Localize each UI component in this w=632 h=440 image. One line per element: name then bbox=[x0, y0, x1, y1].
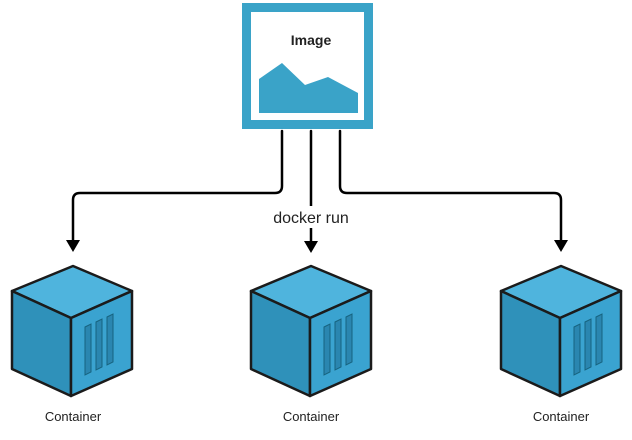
container-label-left: Container bbox=[45, 409, 102, 424]
cube-container-icon bbox=[10, 264, 134, 398]
arrowhead-center bbox=[304, 241, 318, 253]
container-node-right[interactable]: Container bbox=[499, 264, 623, 424]
landscape-picture-icon bbox=[259, 63, 358, 113]
cube-container-icon bbox=[499, 264, 623, 398]
image-node[interactable]: Image bbox=[242, 3, 373, 129]
container-label-center: Container bbox=[283, 409, 340, 424]
container-vent-slots bbox=[573, 313, 603, 376]
container-node-left[interactable]: Container bbox=[10, 264, 134, 424]
container-node-center[interactable]: Container bbox=[249, 264, 373, 424]
container-label-right: Container bbox=[533, 409, 590, 424]
cube-container-icon bbox=[249, 264, 373, 398]
container-vent-slots bbox=[323, 313, 353, 376]
edge-label-background bbox=[263, 206, 358, 228]
arrowhead-left bbox=[66, 240, 80, 252]
edge-label-docker-run: docker run bbox=[273, 210, 349, 227]
mountain-shape bbox=[259, 63, 358, 113]
image-node-title: Image bbox=[291, 32, 332, 48]
arrow-to-container-left bbox=[71, 129, 284, 244]
container-vent-slots bbox=[84, 313, 114, 376]
arrow-to-container-right bbox=[338, 129, 563, 244]
arrowhead-right bbox=[554, 240, 568, 252]
arrows bbox=[66, 129, 568, 253]
